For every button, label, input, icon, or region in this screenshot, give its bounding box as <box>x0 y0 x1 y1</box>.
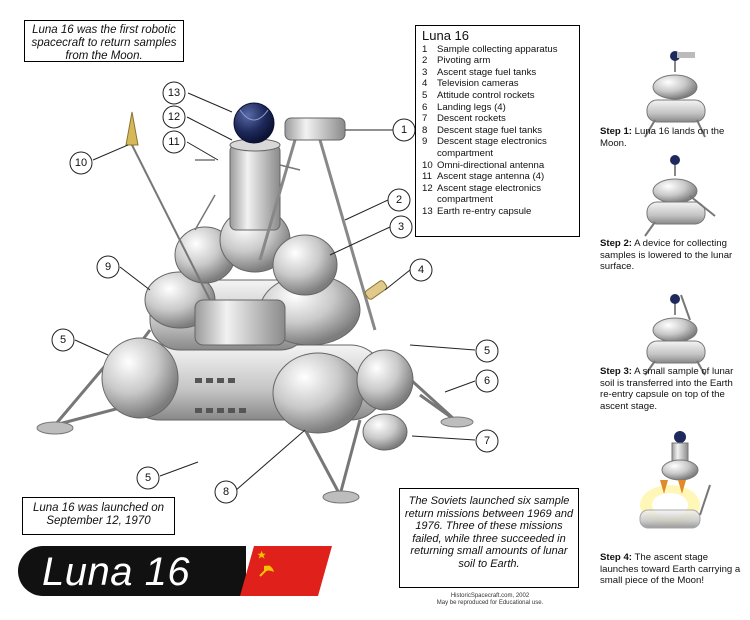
svg-text:10: 10 <box>75 157 87 169</box>
legend-item-label: Descent rockets <box>437 113 506 125</box>
parts-legend: Luna 16 1 Sample collecting apparatus 2 Piv… <box>415 25 580 237</box>
legend-item: 1 Sample collecting apparatus <box>422 44 573 56</box>
svg-text:12: 12 <box>168 111 180 123</box>
callout-10 <box>69 151 93 175</box>
reentry-capsule <box>233 102 275 144</box>
camera-icon <box>364 280 388 300</box>
sample-arm <box>258 139 377 331</box>
legend-item-number: 5 <box>422 89 428 101</box>
legend-item-number: 8 <box>422 124 428 136</box>
step-2-image <box>644 155 716 237</box>
svg-text:2: 2 <box>396 194 402 206</box>
legend-item-number: 7 <box>422 113 428 125</box>
svg-text:9: 9 <box>105 261 111 273</box>
credit-line-1: HistoricSpacecraft.com, 2002 <box>450 593 530 599</box>
callout-12 <box>162 105 186 129</box>
callout-3 <box>389 215 413 239</box>
descent-electronics <box>144 271 361 351</box>
svg-text:1: 1 <box>401 124 407 136</box>
legend-item-number: 4 <box>422 78 428 90</box>
legend-item-label: Ascent stage antenna (4) <box>437 171 545 183</box>
legend-item: 2 Pivoting arm <box>422 55 573 67</box>
legend-item-label: Landing legs (4) <box>437 101 506 113</box>
legend-item-label: Descent stage fuel tanks <box>437 124 543 136</box>
luna16-diagram: 13 12 11 10 1 2 3 4 9 5 5 6 5 8 7 <box>36 81 499 504</box>
legend-item: 11 Ascent stage antenna (4) <box>422 171 573 183</box>
svg-text:13: 13 <box>168 87 180 99</box>
legend-item: 8 Descent stage fuel tanks <box>422 125 573 137</box>
legend-item: 13 Earth re-entry capsule <box>422 206 573 218</box>
step-4-text: Step 4: The ascent stage launches toward… <box>600 552 741 586</box>
legend-item-number: 13 <box>422 205 433 217</box>
sample-collector <box>284 117 346 141</box>
callout-2 <box>387 188 411 212</box>
step-3-text: Step 3: A small sample of lunar soil is … <box>600 366 734 412</box>
legend-item-number: 10 <box>422 159 433 171</box>
legend-item-label: Earth re-entry capsule <box>437 205 532 217</box>
credit-line-2: May be reproduced for Educational use. <box>436 600 544 606</box>
legend-item: 4 Television cameras <box>422 78 573 90</box>
legend-item: 10 Omni-directional antenna <box>422 160 573 172</box>
step-1-image <box>644 51 706 138</box>
svg-text:11: 11 <box>168 136 179 148</box>
step-1-text: Step 1: Luna 16 lands on the Moon. <box>600 126 725 149</box>
legend-item: 3 Ascent stage fuel tanks <box>422 67 573 79</box>
legend-item-number: 2 <box>422 55 428 67</box>
intro-note: Luna 16 was the first robotic spacecraft… <box>24 20 184 62</box>
banner-title: Luna 16 <box>42 550 191 594</box>
callout-4 <box>409 258 433 282</box>
legend-item-label: Attitude control rockets <box>437 89 535 101</box>
legend-item: 12 Ascent stage electronics compartment <box>422 183 573 206</box>
callout-5b <box>475 339 499 363</box>
legend-item-number: 9 <box>422 136 428 148</box>
callout-11 <box>162 130 186 154</box>
callout-8 <box>214 480 238 504</box>
step-2-text: Step 2: A device for collecting samples … <box>600 238 733 272</box>
legend-item-number: 11 <box>422 171 432 183</box>
callout-5c <box>136 466 160 490</box>
svg-text:6: 6 <box>484 375 490 387</box>
legend-item: 7 Descent rockets <box>422 113 573 125</box>
credit-text: HistoricSpacecraft.com, 2002 May be repr… <box>400 593 580 607</box>
svg-text:8: 8 <box>223 486 229 498</box>
legend-item-label: Sample collecting apparatus <box>437 43 558 55</box>
legend-title: Luna 16 <box>422 28 469 43</box>
svg-text:7: 7 <box>484 435 490 447</box>
legend-item-label: Omni-directional antenna <box>437 159 545 171</box>
step-4-image <box>639 431 711 529</box>
title-banner <box>18 546 246 596</box>
legend-item: 5 Attitude control rockets <box>422 90 573 102</box>
callout-7 <box>475 429 499 453</box>
callout-9 <box>96 255 120 279</box>
launch-note: Luna 16 was launched on September 12, 19… <box>22 497 175 535</box>
legend-item-label: Television cameras <box>437 78 519 90</box>
svg-text:5: 5 <box>145 472 151 484</box>
legend-item-number: 1 <box>422 43 428 55</box>
soviet-missions-note: The Soviets launched six sample return m… <box>399 488 579 588</box>
legend-item-number: 3 <box>422 66 428 78</box>
callout-6 <box>475 369 499 393</box>
legend-item-label: Pivoting arm <box>437 55 491 67</box>
svg-text:4: 4 <box>418 264 424 276</box>
legend-item-number: 12 <box>422 182 433 194</box>
legend-item-label: Ascent stage electronics compartment <box>437 182 541 206</box>
legend-item-label: Ascent stage fuel tanks <box>437 66 537 78</box>
soviet-flag-icon <box>240 546 332 596</box>
descent-stage <box>101 337 414 451</box>
legend-item-number: 6 <box>422 101 428 113</box>
omni-antenna-icon <box>125 111 139 146</box>
legend-item: 6 Landing legs (4) <box>422 102 573 114</box>
svg-text:5: 5 <box>60 334 66 346</box>
step-3-image <box>644 294 706 376</box>
omni-antenna-mast <box>131 144 211 301</box>
svg-text:3: 3 <box>398 221 404 233</box>
callout-5a <box>51 328 75 352</box>
svg-text:5: 5 <box>484 345 490 357</box>
legend-item: 9 Descent stage electronics compartment <box>422 136 573 159</box>
callout-13 <box>162 81 186 105</box>
legend-item-label: Descent stage electronics compartment <box>437 136 547 159</box>
